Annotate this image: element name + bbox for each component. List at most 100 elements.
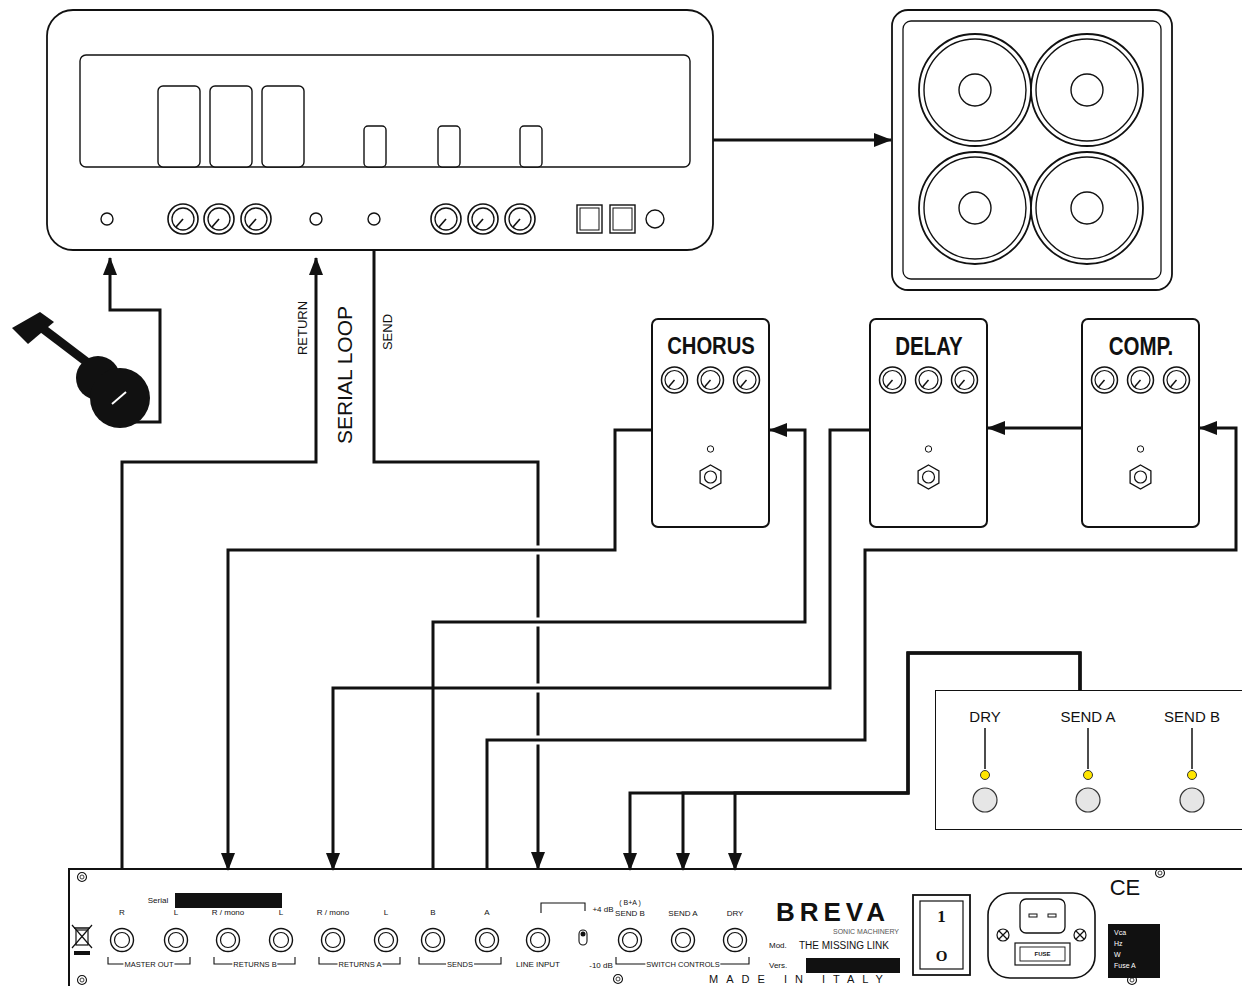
signal-cable bbox=[122, 258, 316, 869]
amp-head bbox=[310, 213, 322, 225]
guitar-icon bbox=[90, 368, 150, 428]
effect-pedal-controls bbox=[1164, 367, 1190, 393]
amp-head bbox=[520, 126, 542, 167]
panel-hardware bbox=[217, 929, 240, 952]
pedal-name: COMP. bbox=[1107, 332, 1173, 361]
power-marking: O bbox=[935, 948, 949, 965]
panel-hardware bbox=[581, 932, 586, 937]
jack-socket: ( B+A )SEND B bbox=[608, 870, 652, 954]
panel-hardware bbox=[111, 929, 134, 952]
signal-cable bbox=[333, 430, 869, 870]
jack-label: B bbox=[429, 908, 436, 917]
jack-label: SEND A bbox=[667, 909, 698, 918]
guitar-icon bbox=[12, 312, 150, 428]
footswitch-box: DRYSEND ASEND B bbox=[935, 690, 1242, 830]
panel-hardware bbox=[78, 873, 87, 882]
panel-hardware bbox=[165, 929, 188, 952]
panel-hardware bbox=[1015, 943, 1070, 965]
cable-gap bbox=[228, 430, 651, 870]
signal-cable bbox=[988, 427, 1081, 430]
group-bracket bbox=[108, 903, 749, 964]
jack-label: A bbox=[483, 908, 490, 917]
panel-label: Vers. bbox=[768, 961, 788, 970]
panel-hardware bbox=[614, 975, 623, 984]
signal-cable bbox=[110, 258, 160, 422]
guitar-icon bbox=[42, 328, 92, 366]
panel-hardware bbox=[322, 929, 345, 952]
signal-cable bbox=[683, 653, 1080, 870]
panel-hardware bbox=[1020, 899, 1065, 933]
panel-hardware bbox=[270, 929, 293, 952]
speaker-cabinet bbox=[903, 21, 1161, 279]
footswitch-controls bbox=[984, 728, 986, 769]
amp-head bbox=[438, 126, 460, 167]
effect-pedal-controls bbox=[918, 446, 939, 489]
jack-label: L bbox=[383, 908, 389, 917]
amp-head bbox=[505, 204, 535, 234]
rating-label: Vca bbox=[1113, 929, 1127, 937]
panel-hardware bbox=[1108, 924, 1160, 978]
brand-logo: BREVA bbox=[775, 898, 891, 928]
effect-pedal-controls bbox=[698, 367, 724, 393]
jack-socket: DRY bbox=[713, 870, 757, 954]
rating-label: Fuse A bbox=[1113, 962, 1137, 970]
amp-head bbox=[431, 204, 461, 234]
effect-pedal-controls bbox=[734, 367, 760, 393]
effect-pedal-controls bbox=[1092, 367, 1118, 393]
wire-label: RETURN bbox=[296, 300, 311, 356]
amp-head bbox=[204, 204, 234, 234]
effect-pedal: DELAY bbox=[869, 318, 988, 528]
signal-cable bbox=[228, 430, 651, 870]
jack-socket: LINE INPUT bbox=[512, 870, 565, 976]
wire-label: SERIAL LOOP bbox=[333, 305, 357, 445]
jack-label: LINE INPUT bbox=[515, 960, 561, 969]
amp-head bbox=[47, 10, 713, 250]
panel-hardware bbox=[997, 929, 1009, 941]
amp-head bbox=[47, 10, 713, 250]
group-label: MASTER OUT bbox=[123, 961, 174, 970]
panel-hardware bbox=[619, 929, 642, 952]
panel-label: Mod. bbox=[768, 941, 788, 950]
effect-pedal: CHORUS bbox=[651, 318, 770, 528]
speaker-cabinet bbox=[892, 10, 1172, 290]
jack-label: SEND B bbox=[614, 909, 646, 918]
jack-label: R / mono bbox=[211, 908, 245, 917]
recycling-symbol bbox=[72, 925, 92, 948]
panel-hardware bbox=[1020, 947, 1065, 961]
group-bracket bbox=[541, 903, 585, 913]
jack-socket: R bbox=[100, 870, 144, 954]
amp-head bbox=[468, 204, 498, 234]
amp-head bbox=[241, 204, 271, 234]
cable-gap bbox=[988, 424, 1081, 433]
amp-head bbox=[580, 208, 599, 230]
panel-hardware bbox=[527, 929, 550, 952]
signal-cable bbox=[228, 428, 1236, 870]
brand-tagline: SONIC MACHINERY bbox=[832, 928, 900, 936]
effect-pedal-controls bbox=[916, 367, 942, 393]
rating-label: Hz bbox=[1113, 940, 1124, 948]
switch-label: SEND A bbox=[1059, 708, 1116, 725]
cable-gap bbox=[630, 653, 1080, 870]
panel-hardware bbox=[1074, 929, 1086, 941]
switch-marking: +4 dB bbox=[591, 905, 614, 914]
panel-hardware bbox=[1029, 914, 1037, 917]
amp-head bbox=[610, 205, 635, 233]
effect-pedal-controls bbox=[700, 446, 721, 489]
switch-marking: -10 dB bbox=[588, 961, 614, 970]
model-name: THE MISSING LINK bbox=[798, 940, 890, 952]
panel-hardware bbox=[72, 869, 1165, 985]
cable-gap bbox=[683, 653, 1080, 870]
panel-hardware bbox=[175, 893, 282, 908]
fuse-marking: FUSE bbox=[1033, 951, 1051, 958]
amp-head bbox=[646, 210, 664, 228]
cable-gap bbox=[228, 428, 1236, 870]
effect-pedal-controls bbox=[952, 367, 978, 393]
panel-hardware bbox=[913, 895, 970, 975]
group-label: RETURNS A bbox=[338, 961, 383, 970]
guitar-icon bbox=[112, 392, 126, 404]
jack-socket: L bbox=[364, 870, 408, 954]
panel-hardware bbox=[375, 929, 398, 952]
